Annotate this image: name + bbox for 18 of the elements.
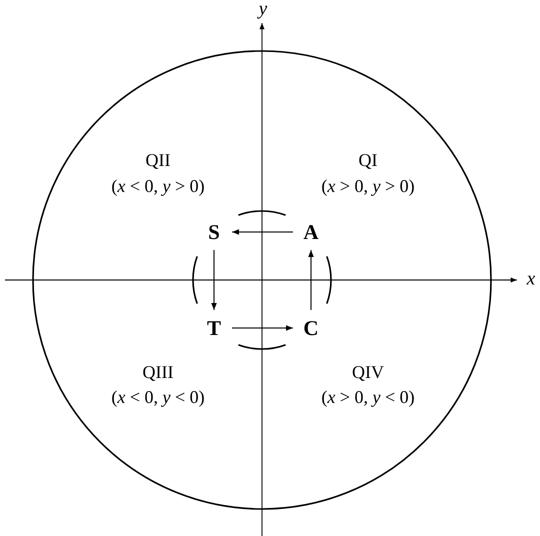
axis-label: y <box>258 0 268 18</box>
quadrant-label: QIV <box>352 363 384 381</box>
axis-label: x <box>526 270 536 288</box>
arrow <box>308 250 314 310</box>
quadrant-letter: A <box>303 222 319 242</box>
quadrant-label: QII <box>146 151 170 169</box>
quadrant-letter: T <box>206 318 221 338</box>
quadrant-letter: S <box>208 222 220 242</box>
arrow <box>232 229 294 235</box>
sign-condition: (x > 0, y < 0) <box>321 388 415 406</box>
sign-condition: (x < 0, y < 0) <box>111 388 205 406</box>
quadrant-letter: C <box>303 318 319 338</box>
sign-condition: (x < 0, y > 0) <box>111 177 205 195</box>
quadrant-label: QIII <box>142 363 174 381</box>
sign-condition: (x > 0, y > 0) <box>321 177 415 195</box>
arrow <box>232 325 294 331</box>
quadrant-label: QI <box>358 151 378 169</box>
arrow <box>211 250 217 310</box>
